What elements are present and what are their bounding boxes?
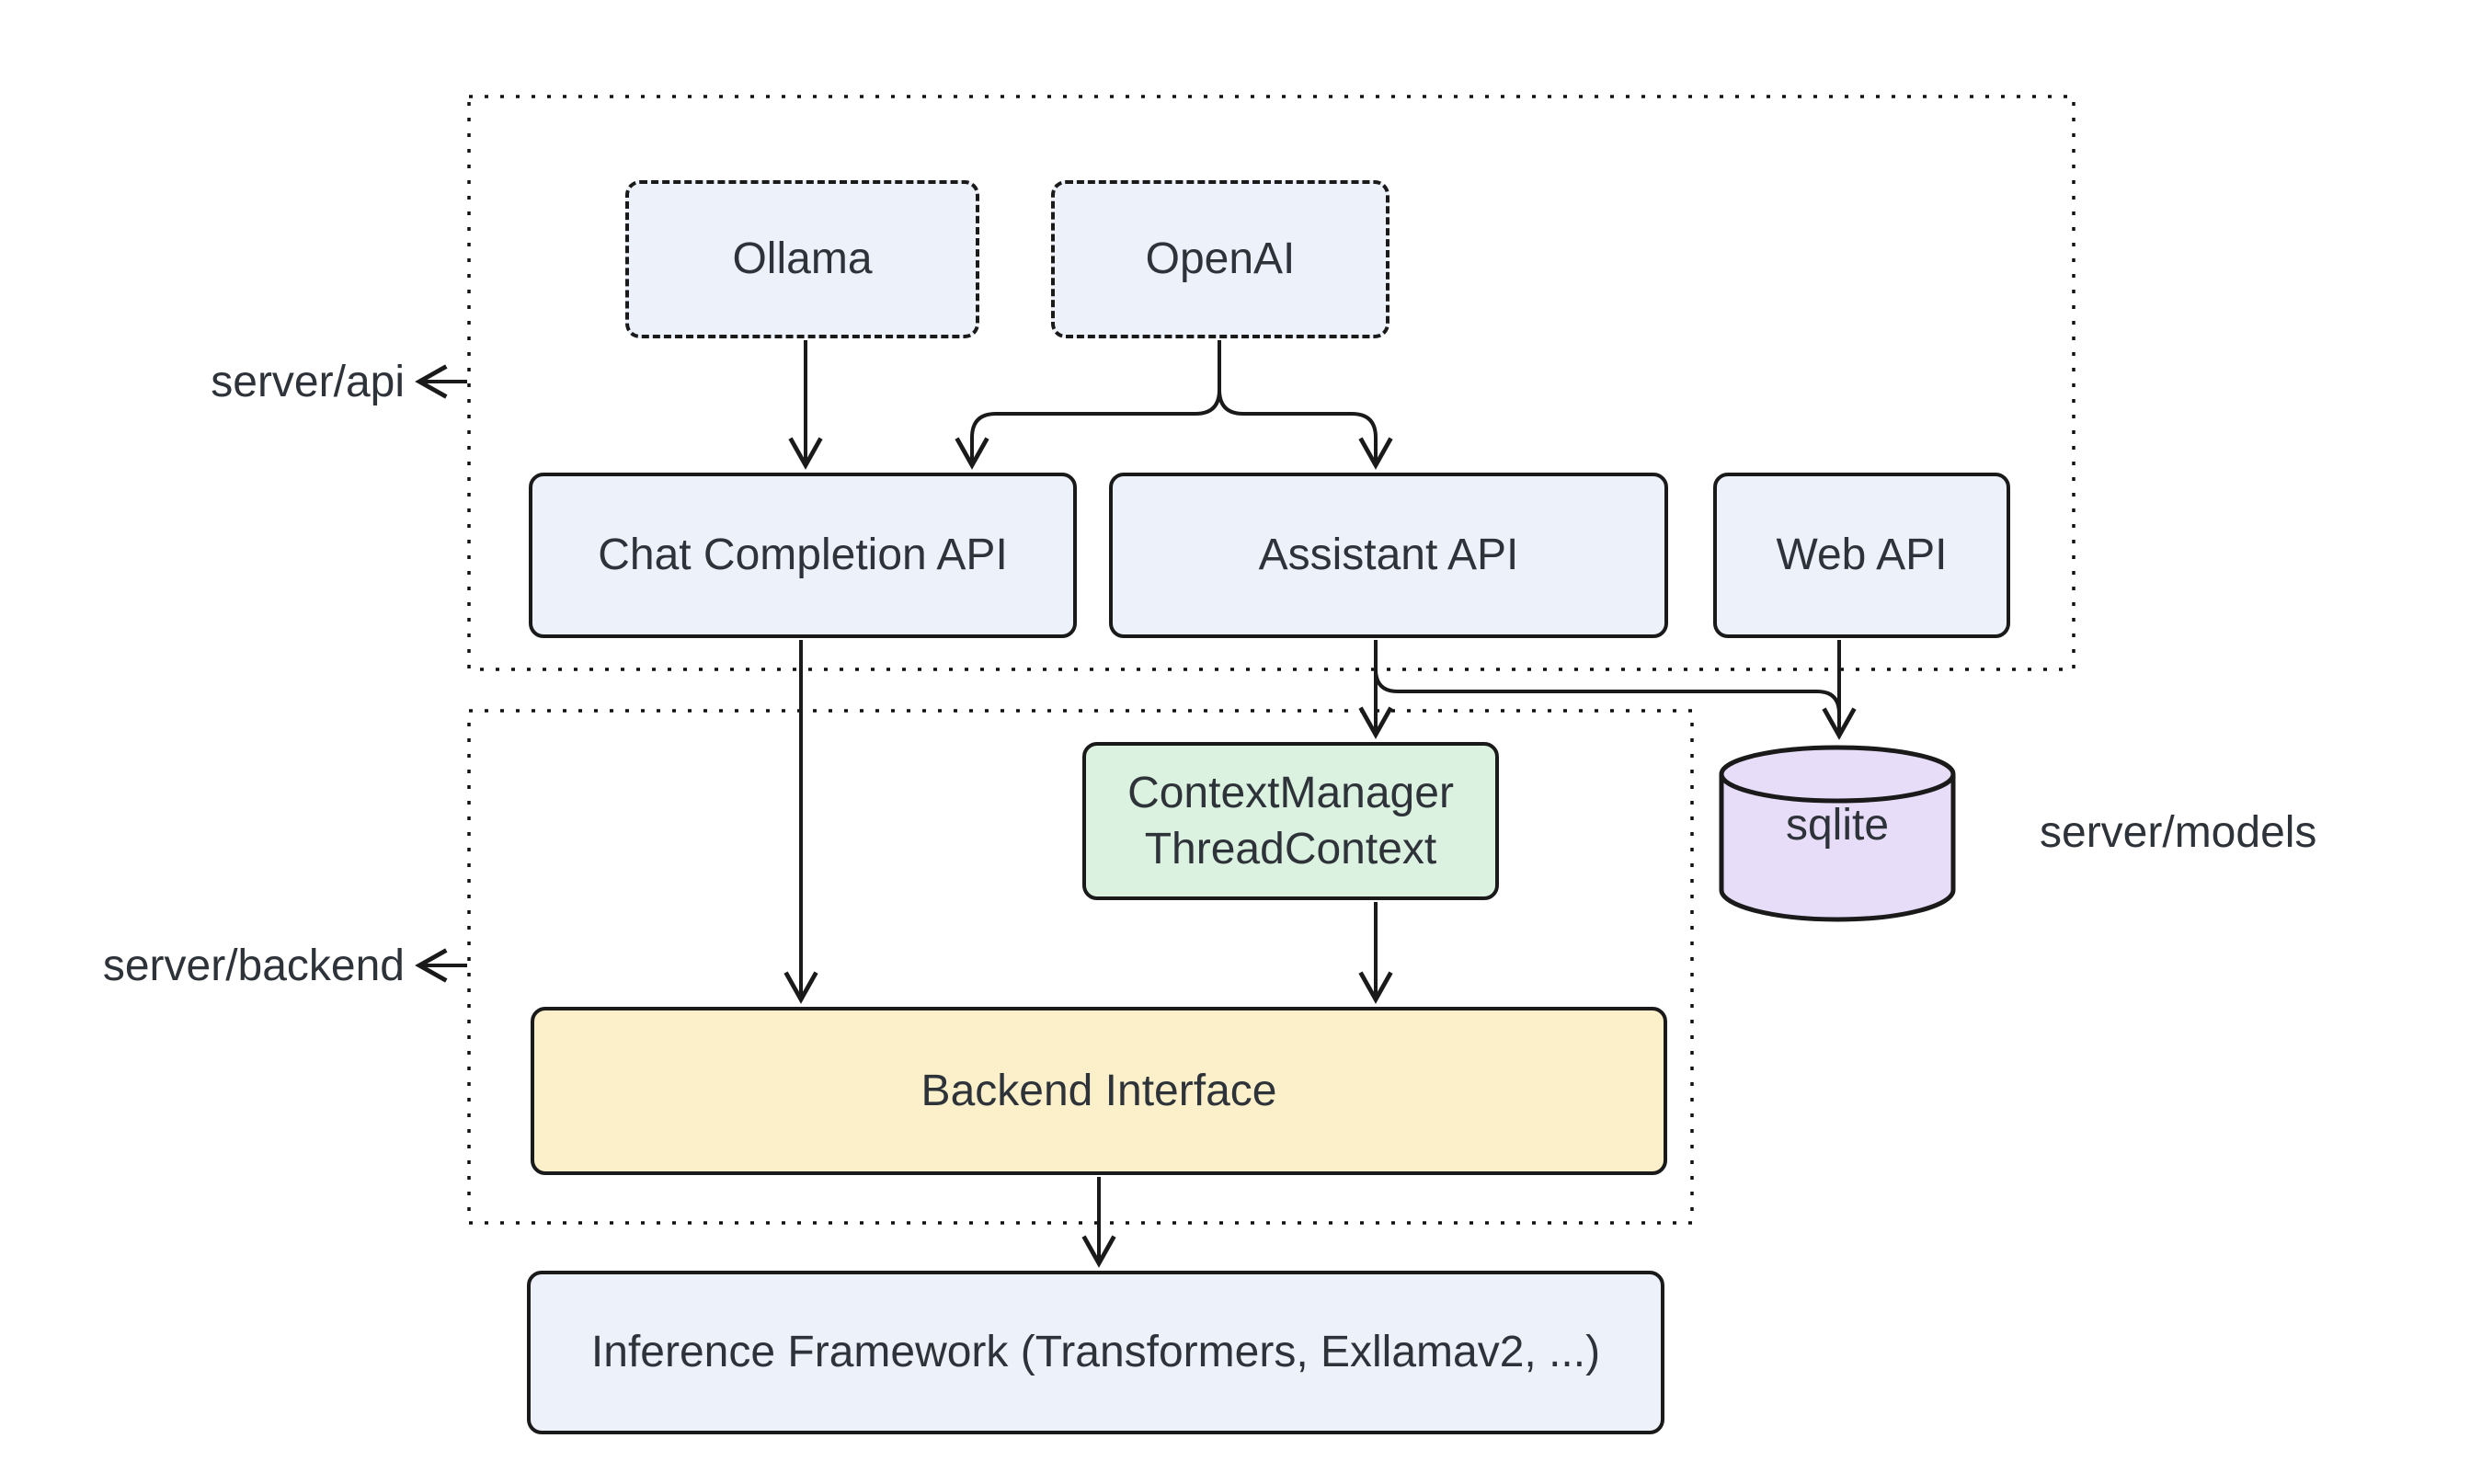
node-openai: OpenAI bbox=[1051, 180, 1389, 338]
node-chat-completion-api: Chat Completion API bbox=[529, 473, 1077, 638]
node-backend-interface-label: Backend Interface bbox=[921, 1066, 1277, 1115]
label-server-api: server/api bbox=[211, 358, 405, 406]
edge-openai-to-chat bbox=[955, 340, 1221, 470]
node-chat-completion-api-label: Chat Completion API bbox=[598, 531, 1008, 580]
edge-assistant-to-sqlite bbox=[1374, 668, 1841, 714]
label-server-models: server/models bbox=[2040, 808, 2317, 857]
node-context-manager-label-line2: ThreadContext bbox=[1144, 825, 1437, 873]
node-sqlite: sqlite bbox=[1718, 743, 1957, 923]
node-assistant-api-label: Assistant API bbox=[1258, 531, 1519, 580]
node-openai-label: OpenAI bbox=[1145, 234, 1296, 284]
node-context-manager-label-line1: ContextManager bbox=[1127, 768, 1454, 817]
node-sqlite-label: sqlite bbox=[1785, 801, 1890, 850]
label-server-backend: server/backend bbox=[102, 942, 405, 990]
database-cylinder-icon bbox=[1719, 745, 1956, 922]
node-assistant-api: Assistant API bbox=[1109, 473, 1668, 638]
node-web-api-label: Web API bbox=[1776, 531, 1948, 580]
node-context-manager: ContextManager ThreadContext bbox=[1082, 742, 1499, 900]
node-ollama: Ollama bbox=[625, 180, 979, 338]
edge-openai-to-assistant bbox=[1218, 340, 1393, 470]
node-inference-framework: Inference Framework (Transformers, Exlla… bbox=[527, 1271, 1664, 1434]
node-inference-framework-label: Inference Framework (Transformers, Exlla… bbox=[590, 1328, 1601, 1377]
node-backend-interface: Backend Interface bbox=[531, 1007, 1667, 1175]
node-ollama-label: Ollama bbox=[732, 234, 873, 284]
node-web-api: Web API bbox=[1713, 473, 2010, 638]
